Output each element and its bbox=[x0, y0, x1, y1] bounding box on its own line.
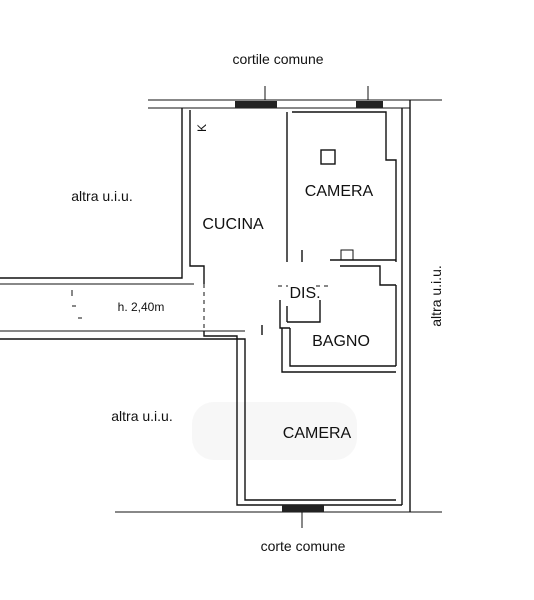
label-left-lower-unit: altra u.i.u. bbox=[111, 408, 172, 424]
label-kitchen: CUCINA bbox=[202, 216, 264, 233]
label-right-unit: altra u.i.u. bbox=[428, 265, 444, 326]
label-bathroom: BAGNO bbox=[312, 333, 370, 350]
window-bedroom-top bbox=[356, 101, 383, 108]
square-fixture-icon bbox=[320, 149, 336, 165]
outer-walls bbox=[0, 100, 411, 512]
label-bedroom-top: CAMERA bbox=[305, 183, 374, 200]
windows bbox=[235, 86, 383, 528]
label-kitchenette-mark: K bbox=[195, 124, 209, 132]
label-ceiling-height: h. 2,40m bbox=[118, 300, 165, 314]
label-left-upper-unit: altra u.i.u. bbox=[71, 188, 132, 204]
label-bedroom-bottom: CAMERA bbox=[283, 425, 352, 442]
interior-walls bbox=[71, 111, 397, 373]
label-bottom-outside: corte comune bbox=[261, 538, 346, 554]
fixtures bbox=[320, 149, 336, 165]
window-kitchen bbox=[235, 101, 277, 108]
watermark bbox=[192, 402, 357, 460]
window-bedroom-bottom bbox=[282, 505, 324, 512]
label-top-outside: cortile comune bbox=[232, 51, 323, 67]
label-hallway: DIS. bbox=[289, 285, 320, 302]
